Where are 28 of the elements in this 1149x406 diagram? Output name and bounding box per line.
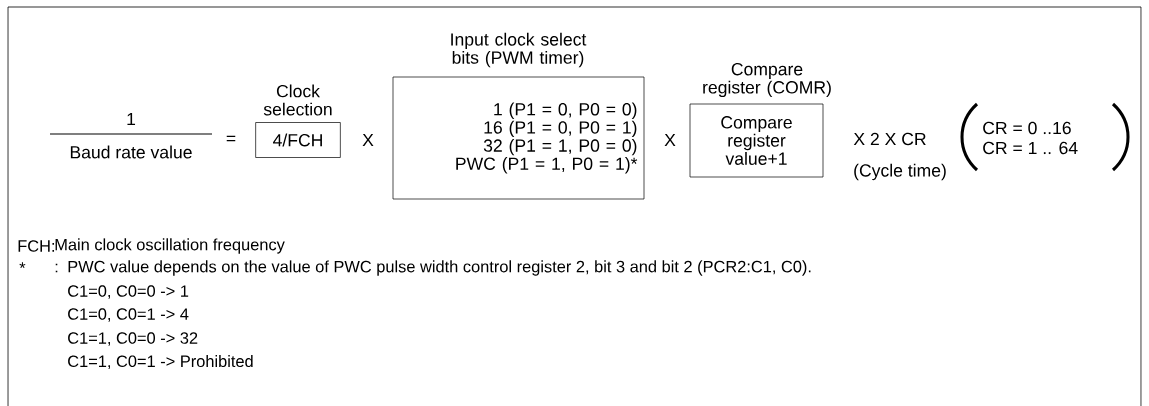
note-text: PWC value depends on the value of PWC pulse width control register 2, bit 3 and bit 2 (PCR2:C1, C0). <box>68 260 811 276</box>
note-text: C1=0, C0=1 -> 4 <box>68 308 189 322</box>
range-text: CR = 0 ..16 <box>983 121 1071 135</box>
note-text: * <box>19 262 26 269</box>
multiply-sign: X <box>664 133 676 147</box>
formula-box: 4/FCH <box>255 122 341 158</box>
node-label: PWC (P1 = 1, P0 = 1)* <box>456 157 638 174</box>
formula-box: 1 (P1 = 0, P0 = 0) 16 (P1 = 0, P0 = 1) 32 (P1 = 1, P0 = 0) PWC (P1 = 1, P0 = 1)* <box>392 76 645 200</box>
box-heading: Compare register (COMR) <box>703 62 831 98</box>
note-text: Main clock oscillation frequency <box>55 238 285 254</box>
range-text: CR = 1 .. 64 <box>983 141 1078 155</box>
node-label: 16 (P1 = 0, P0 = 1) <box>484 120 637 138</box>
node-label: 32 (P1 = 1, P0 = 0) <box>483 138 637 156</box>
note-text: C1=0, C0=0 -> 1 <box>68 285 189 299</box>
fraction-denominator: Baud rate value <box>70 145 192 159</box>
formula-box: Compare register value+1 <box>689 103 824 178</box>
box-heading: Input clock select bits (PWM timer) <box>451 32 587 68</box>
multiply-sign: X <box>362 133 374 147</box>
note-text: C1=1, C0=0 -> 32 <box>68 332 198 346</box>
note-text: FCH: <box>18 240 54 252</box>
fraction-numerator: 1 <box>127 112 136 126</box>
note-text: C1=1, C0=1 -> Prohibited <box>68 355 253 369</box>
formula-term: X 2 X CR <box>853 132 926 146</box>
node-label: 1 (P1 = 0, P0 = 0) <box>494 102 637 119</box>
note-text: : <box>55 263 58 273</box>
formula-note: (Cycle time) <box>854 163 946 181</box>
equals-sign: = <box>226 135 236 142</box>
box-heading: Clock selection <box>263 84 332 116</box>
